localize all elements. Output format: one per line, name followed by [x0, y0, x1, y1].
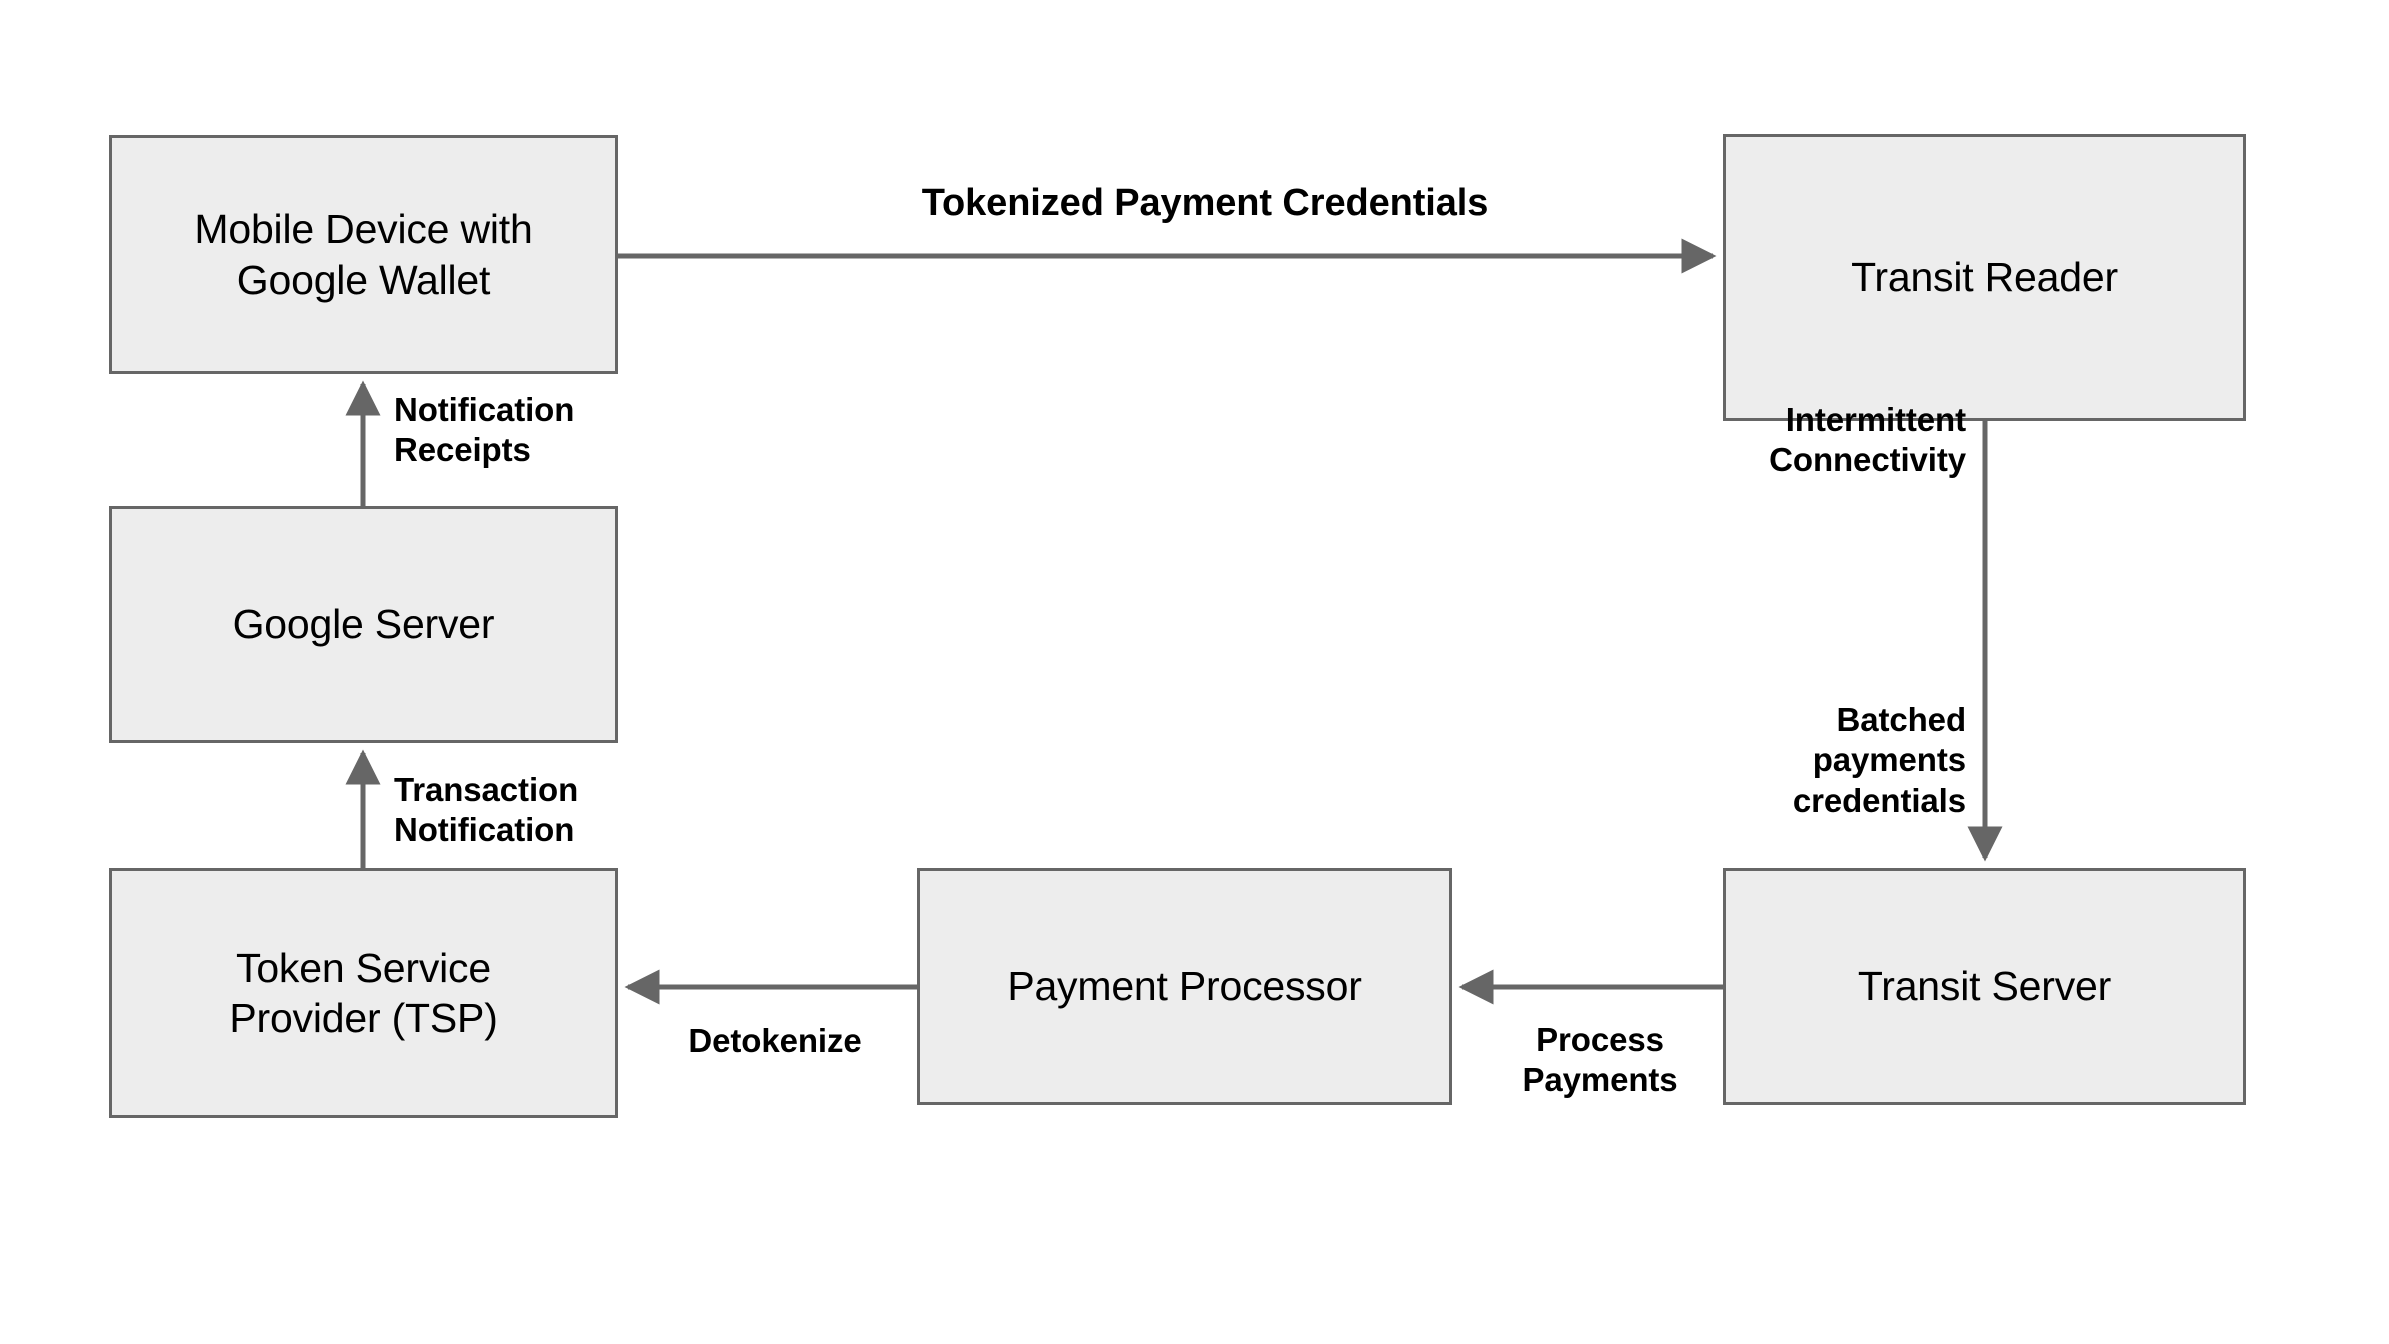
edge-label-notification-receipts: Notification Receipts [394, 391, 575, 469]
node-transit-server[interactable]: Transit Server [1723, 868, 2246, 1105]
node-token-service-provider-label: Token Service Provider (TSP) [229, 944, 498, 1041]
node-mobile-device[interactable]: Mobile Device with Google Wallet [109, 135, 618, 374]
node-token-service-provider[interactable]: Token Service Provider (TSP) [109, 868, 618, 1118]
node-payment-processor[interactable]: Payment Processor [917, 868, 1452, 1105]
edge-label-process-payments: Process Payments [1522, 1021, 1678, 1099]
edge-label-tokenized-payment-credentials: Tokenized Payment Credentials [921, 182, 1489, 224]
edge-label-batched-payments-credentials: Batched payments credentials [1792, 701, 1966, 819]
node-transit-reader-label: Transit Reader [1851, 254, 2118, 301]
edge-label-transaction-notification: Transaction Notification [394, 771, 579, 849]
node-payment-processor-label: Payment Processor [1007, 963, 1362, 1010]
edge-label-intermittent-connectivity: Intermittent Connectivity [1769, 401, 1966, 479]
node-google-server[interactable]: Google Server [109, 506, 618, 743]
node-google-server-label: Google Server [232, 601, 495, 648]
node-transit-server-label: Transit Server [1857, 963, 2112, 1010]
edge-label-detokenize: Detokenize [688, 1022, 862, 1059]
node-mobile-device-label: Mobile Device with Google Wallet [194, 206, 533, 303]
node-transit-reader[interactable]: Transit Reader [1723, 134, 2246, 421]
